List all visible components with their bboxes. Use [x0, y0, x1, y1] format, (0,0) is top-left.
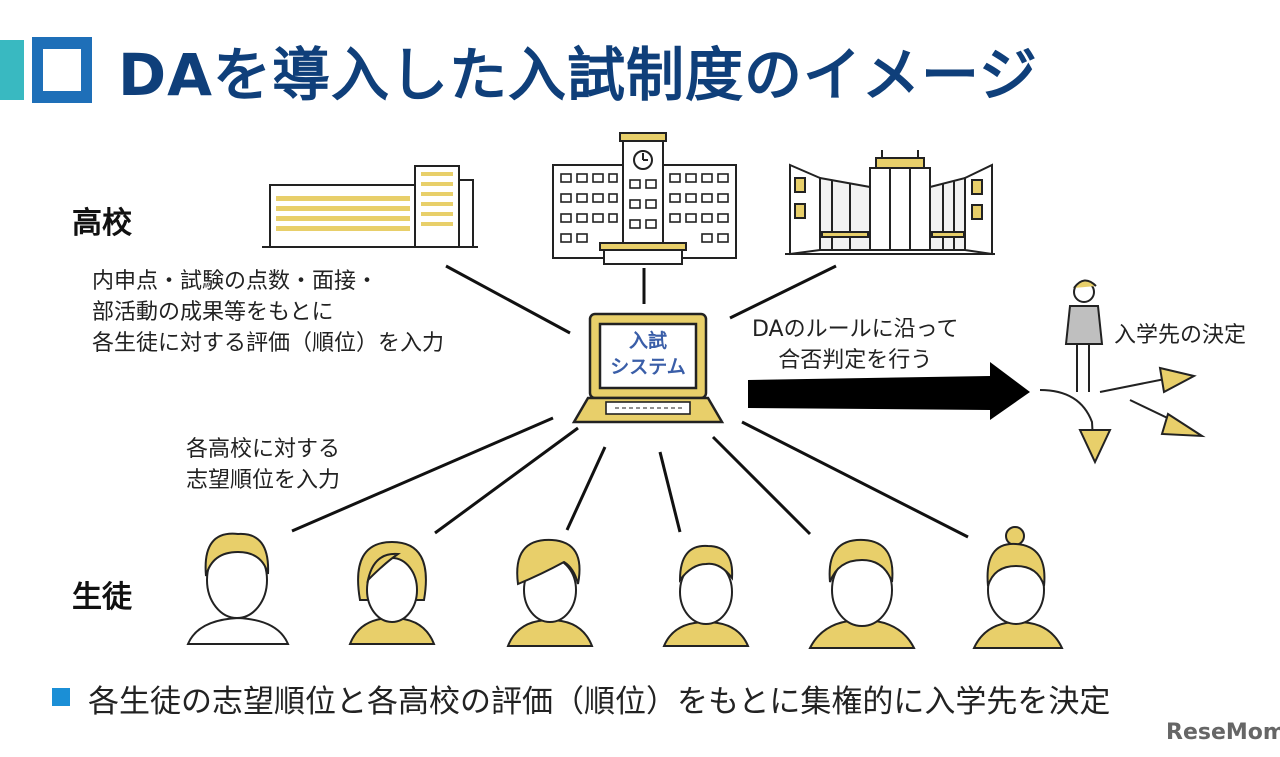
- process-line: DAのルールに沿って: [752, 317, 959, 342]
- student-1-icon: [186, 532, 290, 645]
- students-label: 生徒: [72, 580, 132, 615]
- student-3-icon: [506, 538, 594, 647]
- schools-label: 高校: [72, 206, 132, 241]
- school-criteria-line: 部活動の成果等をもとに: [92, 300, 334, 325]
- process-text: DAのルールに沿って 合否判定を行う: [752, 314, 959, 376]
- connector-line: [741, 420, 969, 539]
- school-building-modern-icon: [262, 165, 478, 248]
- result-text: 入学先の決定: [1114, 323, 1247, 348]
- school-criteria-text: 内申点・試験の点数・面接・ 部活動の成果等をもとに 各生徒に対する評価（順位）を…: [92, 266, 444, 359]
- school-building-clocktower-icon: [552, 132, 737, 265]
- standing-person-icon: [1064, 279, 1104, 392]
- system-label: 入試 システム: [600, 328, 696, 380]
- page-title: DAを導入した入試制度のイメージ: [118, 41, 1038, 109]
- student-input-text: 各高校に対する 志望順位を入力: [186, 434, 340, 496]
- student-input-line: 志望順位を入力: [186, 468, 341, 493]
- student-5-icon: [808, 538, 916, 649]
- school-criteria-line: 各生徒に対する評価（順位）を入力: [92, 331, 445, 356]
- system-label-line: 入試: [628, 330, 667, 352]
- connector-line: [565, 446, 607, 531]
- school-criteria-line: 内申点・試験の点数・面接・: [92, 269, 379, 294]
- system-label-line: システム: [610, 356, 686, 378]
- connector-line: [711, 435, 812, 536]
- student-4-icon: [662, 544, 750, 647]
- school-building-atrium-icon: [785, 150, 995, 256]
- process-line: 合否判定を行う: [778, 348, 933, 373]
- connector-line: [729, 264, 837, 320]
- crossroads-arrows-icon: [1039, 366, 1206, 465]
- summary-text: 各生徒の志望順位と各高校の評価（順位）をもとに集権的に入学先を決定: [88, 684, 1111, 720]
- student-6-icon: [972, 526, 1064, 649]
- brand-logo: ReseMom: [1166, 720, 1280, 745]
- student-input-line: 各高校に対する: [186, 437, 341, 462]
- connector-line: [434, 426, 579, 535]
- summary-bullet: [52, 688, 70, 706]
- student-2-icon: [348, 540, 436, 645]
- title-decoration: [0, 37, 92, 103]
- connector-line: [445, 264, 571, 335]
- connector-line: [658, 451, 682, 533]
